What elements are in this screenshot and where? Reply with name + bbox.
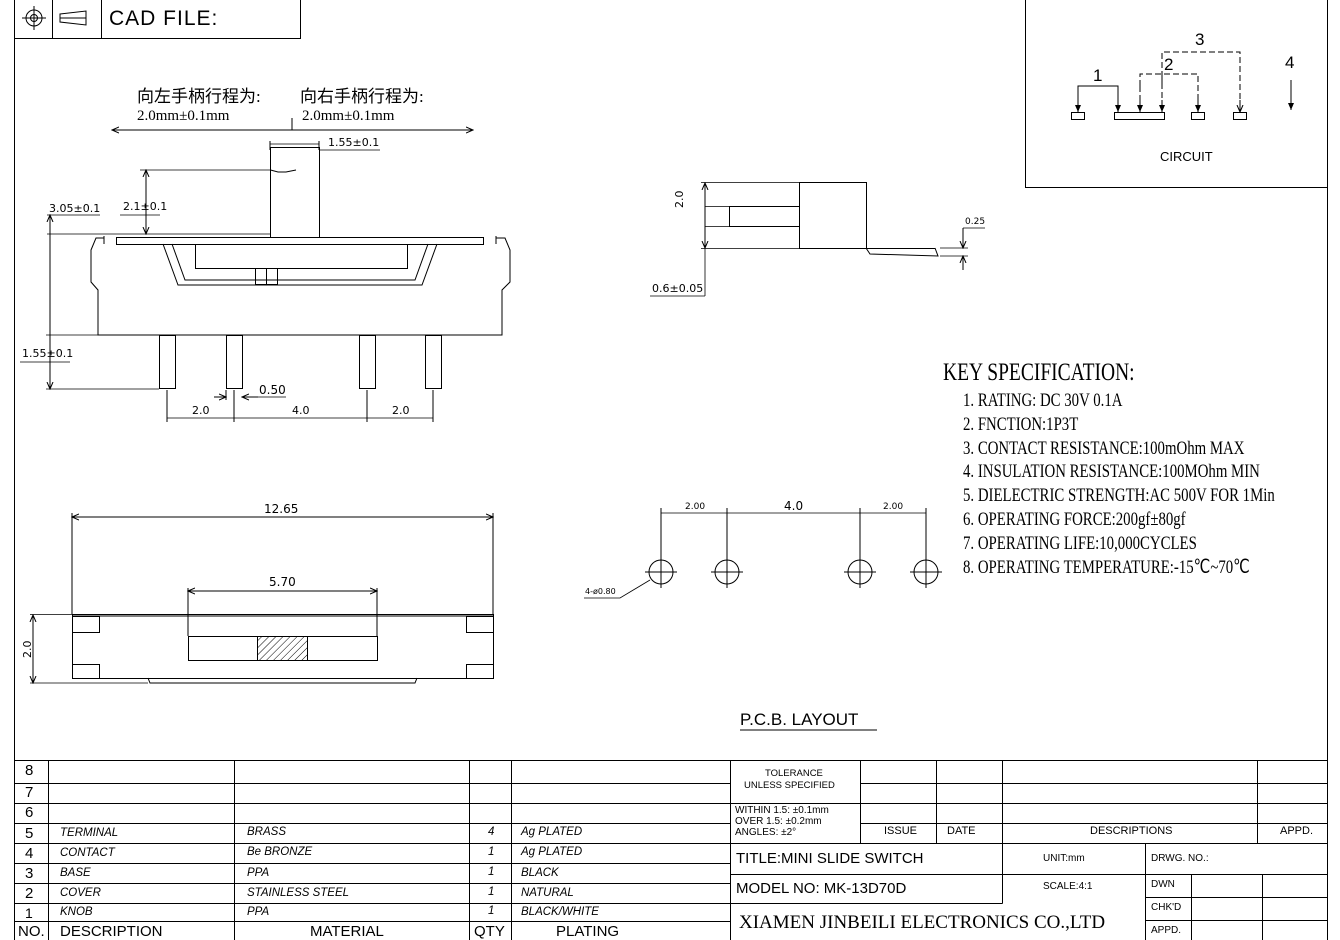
- bom-row-6-no: 6: [25, 804, 34, 821]
- spec-item-1: 1. RATING: DC 30V 0.1A: [963, 390, 1123, 411]
- spec-item-8: 8. OPERATING TEMPERATURE:-15℃~70℃: [963, 557, 1250, 578]
- drawing-title: TITLE:MINI SLIDE SWITCH: [736, 850, 924, 867]
- bom-row-4-qty: 1: [488, 846, 495, 858]
- pcb-hole-label: 4-ø0.80: [585, 587, 616, 596]
- bottom-dim-slot: 5.70: [269, 575, 296, 589]
- pcb-dim-left: 2.00: [685, 502, 706, 512]
- issue-header: ISSUE: [884, 825, 918, 837]
- dim-actuator-height: 2.1±0.1: [123, 200, 168, 213]
- bom-row-1-material: PPA: [247, 906, 270, 918]
- third-angle-projection-icon: [22, 6, 87, 30]
- dim-pin-width: 0.50: [259, 383, 286, 397]
- bom-row-3-no: 3: [25, 865, 34, 882]
- dim-actuator-width: 1.55±0.1: [328, 136, 380, 149]
- bom-row-1-desc: KNOB: [60, 906, 93, 918]
- header-box: [14, 0, 301, 39]
- bottom-dim-height: 2.0: [21, 640, 34, 659]
- pcb-dim-right: 2.00: [883, 502, 904, 512]
- bom-row-4-no: 4: [25, 845, 34, 862]
- bom-row-1-no: 1: [25, 905, 33, 921]
- circuit-diagram: [1025, 0, 1328, 188]
- tolerance-within: WITHIN 1.5: ±0.1mm: [735, 805, 829, 816]
- unit-label: UNIT:mm: [1043, 853, 1085, 864]
- bom-header-no: NO.: [18, 923, 45, 940]
- spec-item-4: 4. INSULATION RESISTANCE:100MOhm MIN: [963, 461, 1260, 482]
- pcb-title: P.C.B. LAYOUT: [740, 710, 859, 729]
- tolerance-over: OVER 1.5: ±0.2mm: [735, 816, 822, 827]
- circuit-pin-1: 1: [1093, 66, 1103, 85]
- bottom-dim-length: 12.65: [264, 502, 299, 516]
- bom-row-5-no: 5: [25, 825, 34, 842]
- bom-row-7-no: 7: [25, 784, 34, 801]
- bom-header-plating: PLATING: [556, 923, 620, 940]
- bom-table-grid: [14, 760, 1328, 940]
- circuit-title: CIRCUIT: [1160, 149, 1213, 164]
- company-name: XIAMEN JINBEILI ELECTRONICS CO.,LTD: [739, 912, 1106, 933]
- bom-row-2-material: STAINLESS STEEL: [247, 887, 350, 899]
- spec-title: KEY SPECIFICATION:: [943, 359, 1135, 386]
- bom-row-3-material: PPA: [247, 867, 270, 879]
- drwg-no-label: DRWG. NO.:: [1151, 853, 1209, 864]
- bom-header-desc: DESCRIPTION: [60, 923, 163, 940]
- top-view: [20, 118, 511, 422]
- dim-body-height: 3.05±0.1: [49, 202, 101, 215]
- circuit-pin-3: 3: [1195, 30, 1205, 49]
- bom-row-5-material: BRASS: [247, 826, 286, 838]
- bom-row-4-plating: Ag PLATED: [521, 846, 583, 858]
- spec-item-5: 5. DIELECTRIC STRENGTH:AC 500V FOR 1Min: [963, 485, 1275, 506]
- scale-label: SCALE:4:1: [1043, 881, 1093, 892]
- tolerance-line2: UNLESS SPECIFIED: [744, 780, 835, 791]
- tolerance-angles: ANGLES: ±2°: [735, 827, 797, 838]
- tolerance-line1: TOLERANCE: [765, 768, 823, 779]
- bom-row-3-qty: 1: [488, 866, 495, 878]
- bom-row-1-plating: BLACK/WHITE: [521, 906, 599, 918]
- circuit-pin-2: 2: [1164, 55, 1174, 74]
- date-header: DATE: [947, 825, 976, 837]
- dim-pitch-left: 2.0: [192, 404, 210, 417]
- spec-item-6: 6. OPERATING FORCE:200gf±80gf: [963, 509, 1186, 530]
- bom-row-8-no: 8: [25, 762, 34, 779]
- dim-pitch-mid: 4.0: [292, 404, 310, 417]
- appd-header: APPD.: [1280, 825, 1314, 837]
- dwn-label: DWN: [1151, 879, 1175, 890]
- bom-row-2-plating: NATURAL: [521, 887, 574, 899]
- bom-row-5-plating: Ag PLATED: [521, 826, 583, 838]
- descriptions-header: DESCRIPTIONS: [1090, 825, 1173, 837]
- bom-row-5-desc: TERMINAL: [60, 827, 119, 839]
- side-dim-offset: 0.6±0.05: [652, 282, 704, 295]
- bom-row-4-desc: CONTACT: [60, 847, 115, 859]
- bom-header-material: MATERIAL: [310, 923, 384, 940]
- travel-right-label: 向右手柄行程为:: [300, 87, 424, 106]
- side-view: [650, 182, 985, 297]
- dim-pin-height: 1.55±0.1: [22, 347, 74, 360]
- spec-item-7: 7. OPERATING LIFE:10,000CYCLES: [963, 533, 1197, 554]
- side-dim-height: 2.0: [673, 190, 686, 209]
- travel-left-value: 2.0mm±0.1mm: [137, 108, 230, 124]
- dim-pitch-right: 2.0: [392, 404, 410, 417]
- travel-left-label: 向左手柄行程为:: [137, 87, 261, 106]
- cad-file-label: CAD FILE:: [109, 7, 219, 30]
- side-dim-thickness: 0.25: [965, 217, 986, 227]
- model-number: MODEL NO: MK-13D70D: [736, 880, 907, 897]
- bom-row-3-desc: BASE: [60, 867, 91, 879]
- bom-row-2-desc: COVER: [60, 887, 101, 899]
- bom-row-1-qty: 1: [488, 905, 495, 917]
- bom-row-3-plating: BLACK: [521, 867, 559, 879]
- bom-row-4-material: Be BRONZE: [247, 846, 313, 858]
- circuit-pin-4: 4: [1285, 53, 1295, 72]
- bom-header-qty: QTY: [474, 923, 505, 940]
- bom-row-2-qty: 1: [488, 886, 495, 898]
- bottom-view: [30, 513, 494, 683]
- pcb-dim-mid: 4.0: [784, 499, 804, 513]
- appd-label: APPD.: [1151, 925, 1182, 936]
- spec-item-2: 2. FNCTION:1P3T: [963, 414, 1079, 435]
- travel-right-value: 2.0mm±0.1mm: [302, 108, 395, 124]
- bom-row-2-no: 2: [25, 885, 34, 902]
- chkd-label: CHK'D: [1151, 902, 1182, 913]
- spec-item-3: 3. CONTACT RESISTANCE:100mOhm MAX: [963, 438, 1245, 459]
- bom-row-5-qty: 4: [488, 826, 495, 838]
- pcb-layout: [584, 508, 942, 731]
